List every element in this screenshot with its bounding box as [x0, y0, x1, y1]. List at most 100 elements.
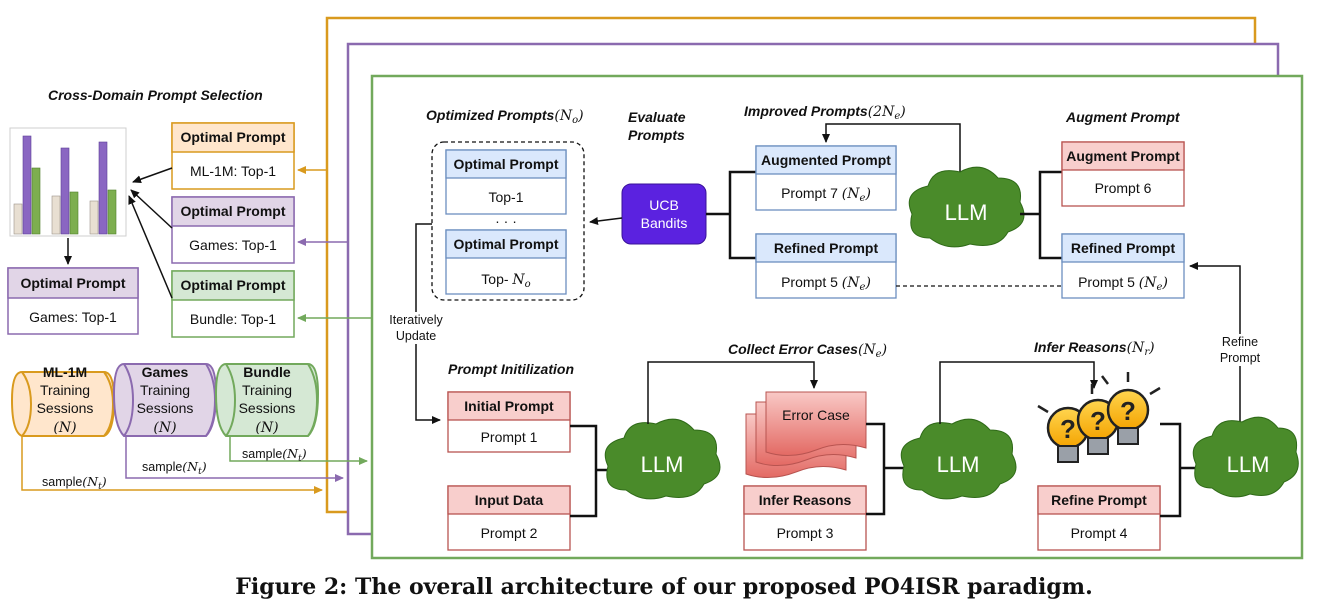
svg-text:Top-1: Top-1 — [488, 189, 523, 205]
svg-text:LLM: LLM — [641, 452, 684, 477]
svg-text:LLM: LLM — [1227, 452, 1270, 477]
chart-bar — [107, 189, 117, 235]
svg-text:?: ? — [1060, 414, 1076, 444]
refined-prompt-card: Refined Prompt Prompt 5 (Ne) — [755, 233, 897, 299]
svg-text:Bandits: Bandits — [641, 215, 688, 231]
svg-text:Prompt 7 (Ne): Prompt 7 (Ne) — [781, 185, 871, 204]
ml1m-optimal-card: Optimal Prompt ML-1M: Top-1 — [171, 122, 295, 190]
llm-refine-cloud: LLM — [1192, 416, 1299, 498]
games-optimal-card: Optimal Prompt Games: Top-1 — [171, 196, 295, 264]
chart-bar — [98, 141, 108, 235]
chart-bar — [60, 147, 70, 235]
bundle-sample-label: sample(Nt) — [242, 446, 307, 464]
lightbulbs-icon: ? ? ? — [1037, 372, 1161, 463]
svg-text:Prompt 5 (Ne): Prompt 5 (Ne) — [781, 274, 871, 293]
chart-bar — [89, 200, 99, 235]
svg-text:Refined Prompt: Refined Prompt — [1071, 240, 1176, 256]
chart-bar — [51, 195, 61, 235]
bundle-sessions-scroll: Bundle Training Sessions (N) — [214, 363, 320, 437]
svg-text:Prompt 3: Prompt 3 — [777, 525, 834, 541]
bundle-line2: Sessions — [239, 400, 296, 416]
cross-domain-title: Cross-Domain Prompt Selection — [48, 87, 263, 103]
svg-text:Optimal Prompt: Optimal Prompt — [453, 156, 558, 172]
games-sample-path — [125, 436, 344, 482]
update-line2: Update — [396, 329, 436, 343]
ml1m-line2: Sessions — [37, 400, 94, 416]
ucb-bandits-box: UCB Bandits — [621, 183, 707, 245]
figure-caption: Figure 2: The overall architecture of ou… — [235, 574, 1093, 600]
chart-bar — [13, 203, 23, 235]
improved-title: Improved Prompts(2Ne) — [744, 103, 906, 122]
optimized-prompts-group — [431, 141, 585, 301]
bundle-card-header: Optimal Prompt — [180, 277, 285, 293]
ml1m-to-chart-arrow — [132, 167, 173, 184]
svg-text:Prompt 2: Prompt 2 — [481, 525, 538, 541]
bundle-card-body: Bundle: Top-1 — [190, 311, 276, 327]
ml1m-sample-path — [21, 436, 323, 494]
ml1m-count: (N) — [53, 420, 76, 436]
svg-text:?: ? — [1090, 406, 1106, 436]
input-data-card: Input Data Prompt 2 — [447, 485, 571, 551]
augment-refined-card: Refined Prompt Prompt 5 (Ne) — [1061, 233, 1185, 299]
bundle-sample-path — [229, 436, 368, 465]
selected-body: Games: Top-1 — [29, 309, 117, 325]
architecture-diagram: Cross-Domain Prompt Selection Optimal Pr… — [7, 16, 1304, 560]
ml1m-name: ML-1M — [43, 364, 87, 380]
optimized-title: Optimized Prompts(No) — [426, 107, 584, 126]
svg-text:Prompt 1: Prompt 1 — [481, 429, 538, 445]
ml1m-card-header: Optimal Prompt — [180, 129, 285, 145]
svg-text:Augment Prompt: Augment Prompt — [1066, 148, 1180, 164]
infer-bracket — [1160, 422, 1182, 518]
ml1m-card-body: ML-1M: Top-1 — [190, 163, 276, 179]
games-line1: Training — [140, 382, 190, 398]
svg-text:Infer Reasons: Infer Reasons — [759, 492, 852, 508]
games-card-body: Games: Top-1 — [189, 237, 277, 253]
selected-header: Optimal Prompt — [20, 275, 125, 291]
update-label-bg — [384, 312, 448, 344]
optimal-topno-card: Optimal Prompt Top- No — [445, 229, 567, 295]
bundle-count: (N) — [255, 420, 278, 436]
initial-prompt-card: Initial Prompt Prompt 1 — [447, 391, 571, 453]
games-sessions-scroll: Games Training Sessions (N) — [112, 363, 218, 437]
update-line1: Iteratively — [389, 313, 443, 327]
svg-text:Prompt 4: Prompt 4 — [1071, 525, 1128, 541]
llm-infer-cloud: LLM — [900, 418, 1017, 500]
llm-init-cloud: LLM — [604, 418, 721, 500]
ml1m-line1: Training — [40, 382, 90, 398]
svg-text:Optimal Prompt: Optimal Prompt — [453, 236, 558, 252]
svg-text:Refine Prompt: Refine Prompt — [1051, 492, 1147, 508]
ucb-to-optimized-arrow — [589, 217, 623, 225]
augment-prompt-card: Augment Prompt Prompt 6 — [1061, 141, 1185, 207]
chart-bar — [31, 167, 41, 235]
augmented-prompt-card: Augmented Prompt Prompt 7 (Ne) — [755, 145, 897, 211]
refine-line2: Prompt — [1220, 351, 1261, 365]
bundle-line1: Training — [242, 382, 292, 398]
init-title: Prompt Initilization — [448, 361, 574, 377]
svg-text:LLM: LLM — [937, 452, 980, 477]
error-case-stack: Error Case — [745, 391, 867, 478]
ellipsis: · · · — [495, 213, 517, 229]
games-to-chart-arrow — [130, 189, 173, 229]
games-card-header: Optimal Prompt — [180, 203, 285, 219]
bundle-to-chart-arrow — [128, 195, 173, 299]
svg-text:?: ? — [1120, 396, 1136, 426]
svg-text:UCB: UCB — [649, 197, 679, 213]
svg-text:Prompt 6: Prompt 6 — [1095, 180, 1152, 196]
bundle-name: Bundle — [243, 364, 291, 380]
augment-title: Augment Prompt — [1065, 109, 1181, 125]
refine-prompt-arrow — [1189, 262, 1241, 430]
llm-to-augmented-arrow — [822, 123, 961, 180]
games-sample-label: sample(Nt) — [142, 459, 207, 477]
games-count: (N) — [153, 420, 176, 436]
svg-text:Initial Prompt: Initial Prompt — [464, 398, 554, 414]
svg-text:Prompt 5 (Ne): Prompt 5 (Ne) — [1078, 274, 1168, 293]
collect-title: Collect Error Cases(Ne) — [728, 341, 887, 360]
infer-title: Infer Reasons(Nr) — [1034, 339, 1155, 358]
svg-text:Top- No: Top- No — [481, 271, 530, 290]
chart-bar — [69, 191, 79, 235]
llm-to-errors-arrow — [647, 361, 818, 424]
svg-text:Input Data: Input Data — [475, 492, 544, 508]
mini-bar-chart — [9, 127, 127, 237]
games-name: Games — [142, 364, 189, 380]
evaluate-line2: Prompts — [628, 127, 685, 143]
